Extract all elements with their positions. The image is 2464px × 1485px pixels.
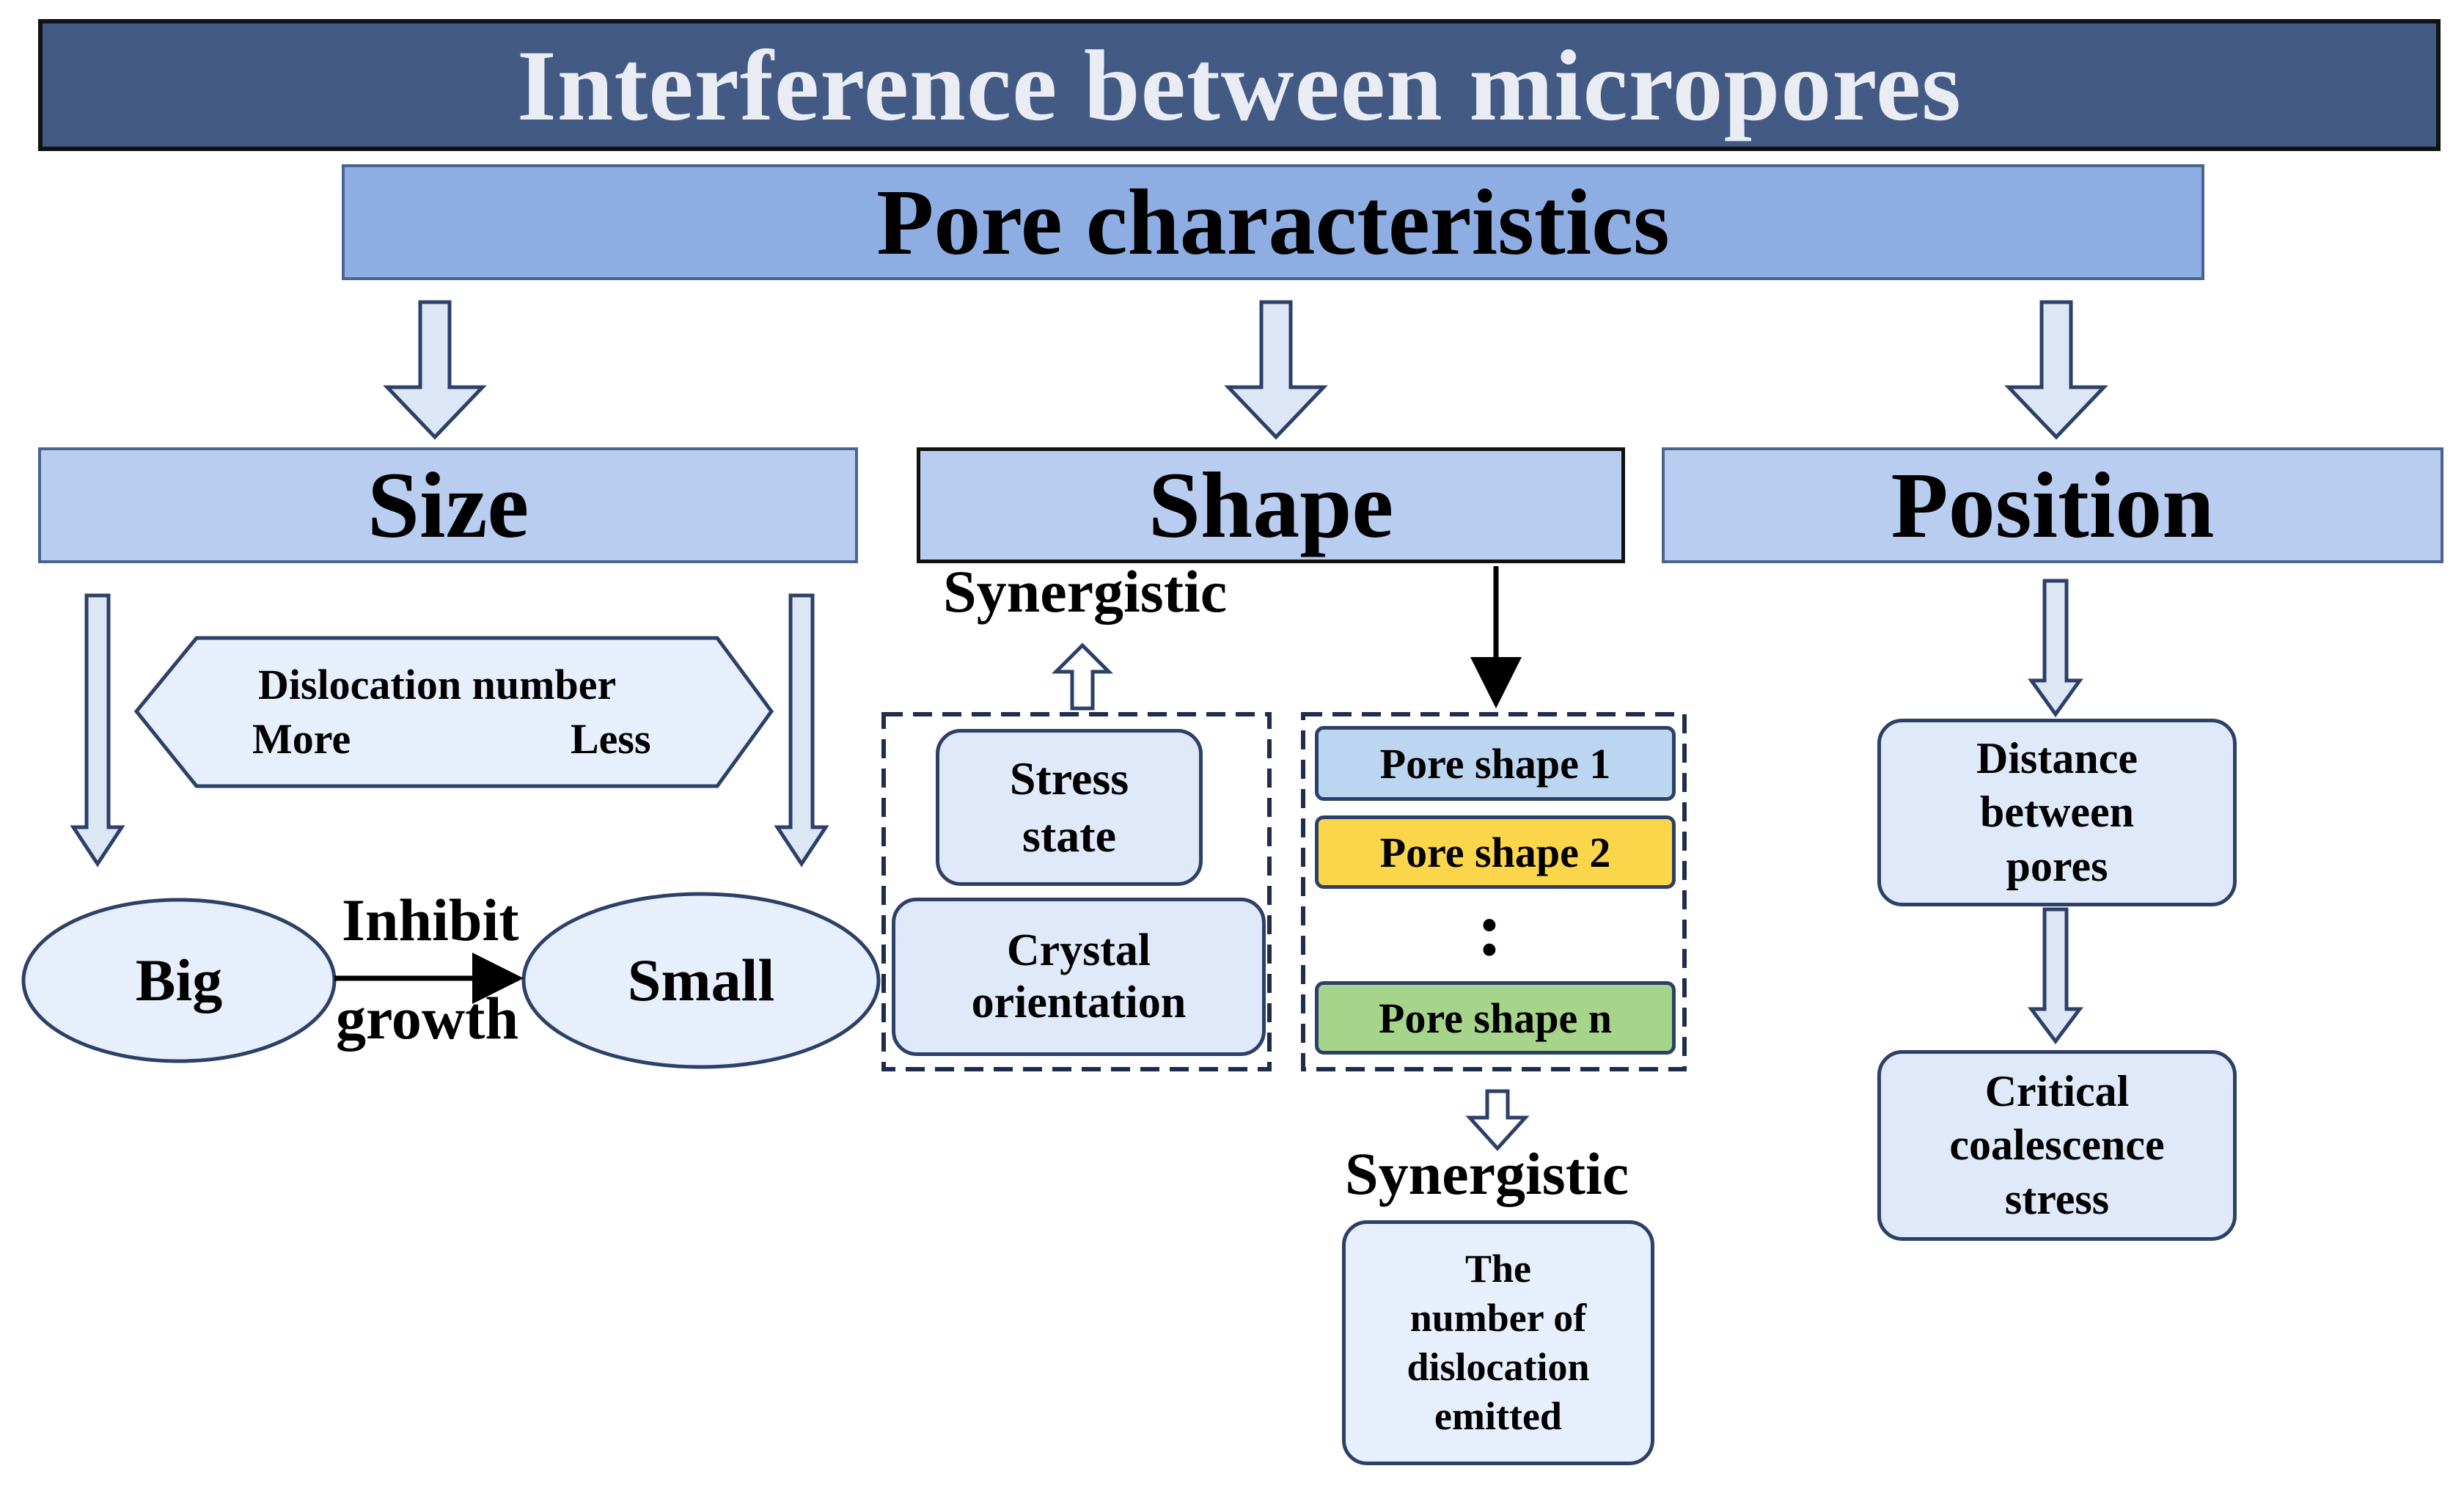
synergistic-top-label: Synergistic [943, 558, 1228, 625]
synergistic-bottom-label: Synergistic [1345, 1140, 1629, 1207]
size-category: Size [38, 447, 858, 563]
position-category: Position [1662, 447, 2443, 563]
hollow-arrow-size-right [774, 593, 829, 868]
shape-left-dashed-group [881, 712, 1272, 1071]
hollow-arrow-size-left [70, 593, 125, 868]
pore-shape-2: Pore shape 2 [1315, 815, 1676, 889]
pore-shape-n: Pore shape n [1315, 981, 1676, 1055]
hollow-arrow-up-synergistic [1051, 642, 1114, 711]
dislocation-less-label: Less [571, 715, 651, 763]
big-label: Big [135, 947, 223, 1013]
hollow-arrow-to-position [2004, 300, 2108, 440]
pore-shape-ellipsis: : [1477, 887, 1503, 972]
hollow-arrow-to-size [383, 300, 487, 440]
small-ellipse [521, 892, 881, 1069]
hollow-arrow-to-distance [2028, 579, 2083, 718]
hollow-arrow-down-synergistic [1465, 1089, 1530, 1151]
distance-between-pores-node: Distance between pores [1877, 719, 2237, 906]
inhibit-label: Inhibit [342, 887, 519, 953]
dislocation-number-label: Dislocation number [258, 661, 617, 708]
hollow-arrow-to-critical [2028, 907, 2083, 1045]
diagram-title: Interference between micropores [38, 19, 2441, 151]
pore-characteristics-header: Pore characteristics [342, 164, 2204, 280]
pore-shape-1: Pore shape 1 [1315, 726, 1676, 801]
shape-right-dashed-group [1301, 712, 1687, 1071]
stress-state-node: Stress state [936, 729, 1203, 886]
dislocation-number-hexagon [133, 636, 774, 788]
shape-category: Shape [917, 447, 1625, 563]
dislocation-more-label: More [252, 715, 351, 763]
dislocation-emitted-node: The number of dislocation emitted [1342, 1220, 1654, 1465]
hollow-arrow-to-shape [1224, 300, 1328, 440]
critical-coalescence-stress-node: Critical coalescence stress [1877, 1050, 2237, 1241]
growth-label: growth [336, 985, 519, 1052]
small-label: Small [627, 947, 775, 1013]
crystal-orientation-node: Crystal orientation [892, 898, 1266, 1056]
